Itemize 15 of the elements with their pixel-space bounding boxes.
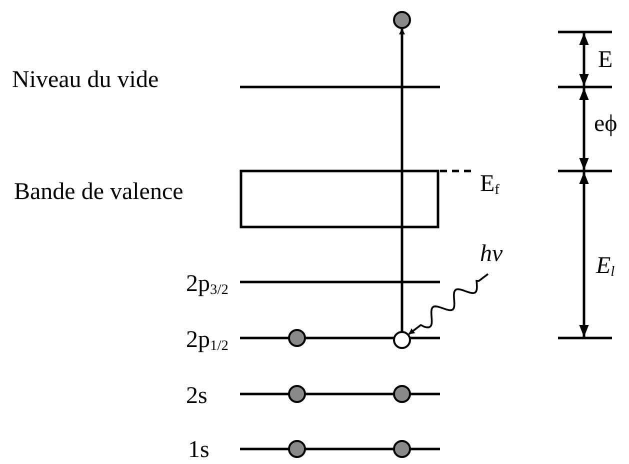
level-name: 1s xyxy=(188,438,210,462)
photon-label: hν xyxy=(480,241,503,267)
energy-label: E xyxy=(598,48,613,72)
photon-wavy-arrow xyxy=(408,273,489,335)
emitted-electron xyxy=(393,11,411,29)
fermi-level-label: E$_{f}$ xyxy=(480,172,500,198)
level-name: 2p$_{1/2}$ xyxy=(186,328,228,354)
energy-label: E$_{l}$ xyxy=(596,254,615,280)
energy-label: eϕ xyxy=(594,112,618,136)
level-name: 2p$_{3/2}$ xyxy=(186,272,228,298)
photoelectron-arrow xyxy=(399,28,405,331)
level-name: Niveau du vide xyxy=(12,68,159,92)
level-name: Bande de valence xyxy=(14,180,184,204)
core-hole xyxy=(393,331,411,349)
level-name: 2s xyxy=(186,384,208,408)
